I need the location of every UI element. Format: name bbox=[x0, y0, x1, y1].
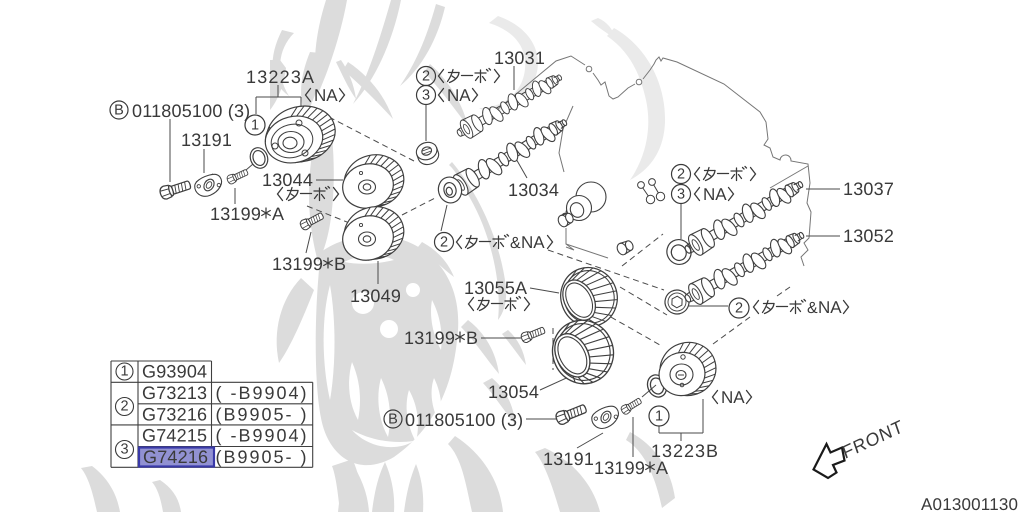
svg-text:&: & bbox=[510, 235, 521, 252]
svg-text:(B9905- ): (B9905- ) bbox=[216, 447, 309, 467]
svg-text:B: B bbox=[388, 412, 398, 428]
svg-text:NA: NA bbox=[447, 86, 471, 105]
svg-text:13031: 13031 bbox=[494, 48, 545, 68]
svg-text:NA: NA bbox=[521, 233, 545, 252]
svg-text:A: A bbox=[272, 204, 284, 224]
svg-text:13191: 13191 bbox=[543, 449, 594, 469]
svg-text:B: B bbox=[114, 103, 124, 119]
svg-text:13199: 13199 bbox=[404, 328, 455, 348]
svg-text:&: & bbox=[807, 300, 818, 317]
svg-text:2: 2 bbox=[422, 69, 430, 85]
svg-text:13037: 13037 bbox=[843, 179, 894, 199]
svg-text:G93904: G93904 bbox=[142, 362, 207, 382]
svg-text:2: 2 bbox=[735, 301, 743, 317]
svg-text:13223A: 13223A bbox=[246, 67, 315, 87]
svg-text:13054: 13054 bbox=[488, 382, 539, 402]
svg-text:NA: NA bbox=[818, 298, 842, 317]
svg-text:13055A: 13055A bbox=[464, 278, 527, 298]
svg-text:2: 2 bbox=[677, 167, 685, 183]
svg-text:(B9905- ): (B9905- ) bbox=[216, 405, 309, 425]
svg-text:2: 2 bbox=[440, 235, 448, 251]
svg-text:G73213: G73213 bbox=[142, 383, 207, 403]
svg-text:B: B bbox=[334, 254, 346, 274]
svg-text:13052: 13052 bbox=[843, 226, 894, 246]
svg-text:13199: 13199 bbox=[210, 204, 261, 224]
svg-text:3: 3 bbox=[120, 442, 128, 458]
svg-text:13199: 13199 bbox=[594, 458, 645, 478]
svg-text:A: A bbox=[656, 458, 668, 478]
svg-text:G74216: G74216 bbox=[143, 447, 208, 467]
svg-text:NA: NA bbox=[721, 388, 745, 407]
svg-text:1: 1 bbox=[251, 118, 259, 134]
svg-text:011805100 (3): 011805100 (3) bbox=[405, 410, 523, 430]
svg-text:011805100 (3): 011805100 (3) bbox=[132, 101, 250, 121]
svg-text:A013001130: A013001130 bbox=[921, 495, 1018, 512]
svg-text:NA: NA bbox=[314, 86, 338, 105]
svg-text:( -B9904): ( -B9904) bbox=[216, 426, 309, 446]
svg-text:3: 3 bbox=[677, 187, 685, 203]
svg-text:1: 1 bbox=[655, 409, 663, 425]
svg-text:G74215: G74215 bbox=[142, 426, 207, 446]
svg-text:13199: 13199 bbox=[272, 254, 323, 274]
svg-text:13191: 13191 bbox=[181, 130, 232, 150]
svg-text:13044: 13044 bbox=[262, 170, 313, 190]
svg-text:3: 3 bbox=[422, 88, 430, 104]
svg-text:NA: NA bbox=[703, 185, 727, 204]
svg-text:1: 1 bbox=[120, 364, 128, 380]
svg-text:13049: 13049 bbox=[350, 286, 401, 306]
svg-text:13034: 13034 bbox=[508, 180, 559, 200]
svg-text:B: B bbox=[466, 328, 478, 348]
svg-text:G73216: G73216 bbox=[142, 405, 207, 425]
svg-text:FRONT: FRONT bbox=[840, 416, 906, 463]
svg-text:( -B9904): ( -B9904) bbox=[216, 383, 309, 403]
svg-text:2: 2 bbox=[120, 399, 128, 415]
svg-text:13223B: 13223B bbox=[651, 441, 719, 461]
